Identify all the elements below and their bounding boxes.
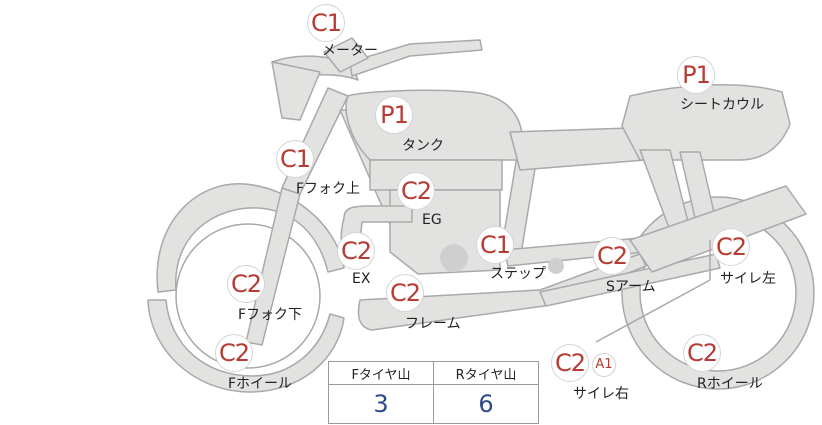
- part-label-meter: メーター: [322, 43, 378, 59]
- part-label-f-fork-lower: Fフォク下: [238, 307, 303, 323]
- part-label-s-arm: Sアーム: [606, 279, 656, 295]
- front-wheel-shape: [147, 183, 345, 393]
- grade-badge-muffler-left: C2: [712, 228, 750, 266]
- rear-tread-value: 6: [433, 384, 539, 424]
- muffler-right-pointer: [595, 279, 711, 343]
- grade-badge-s-arm: C2: [593, 237, 631, 275]
- part-label-seat-cowl: シートカウル: [680, 97, 764, 113]
- part-label-r-wheel: Rホイール: [697, 376, 763, 392]
- rear-tread-header: Rタイヤ山: [433, 361, 539, 385]
- grade-badge-ex: C2: [337, 232, 375, 270]
- engine-shape: [389, 189, 501, 275]
- part-label-tank: タンク: [402, 138, 444, 154]
- grade-badge-tank: P1: [375, 96, 413, 134]
- extra-badge-muffler-right: A1: [592, 353, 616, 377]
- muffler-shape: [629, 185, 807, 273]
- front-tread-value: 3: [328, 384, 434, 424]
- grade-badge-muffler-right: C2: [551, 344, 589, 382]
- grade-badge-seat-cowl: P1: [677, 56, 715, 94]
- part-label-f-fork-upper: Fフォク上: [296, 181, 361, 197]
- grade-badge-r-wheel: C2: [683, 334, 721, 372]
- grade-badge-eg: C2: [397, 172, 435, 210]
- part-label-frame: フレーム: [405, 316, 461, 332]
- grade-badge-step: C1: [476, 226, 514, 264]
- part-label-muffler-right: サイレ右: [573, 386, 629, 402]
- tire-tread-table: Fタイヤ山 Rタイヤ山 3 6: [328, 361, 539, 424]
- part-label-f-wheel: Fホイール: [228, 376, 293, 392]
- grade-badge-frame: C2: [386, 274, 424, 312]
- grade-badge-meter: C1: [307, 4, 345, 42]
- part-label-muffler-left: サイレ左: [720, 271, 776, 287]
- front-tread-header: Fタイヤ山: [328, 361, 434, 385]
- seat-cowl-shape: [621, 84, 791, 161]
- part-label-eg: EG: [422, 212, 442, 228]
- grade-badge-f-wheel: C2: [215, 334, 253, 372]
- grade-badge-f-fork-upper: C1: [276, 140, 314, 178]
- part-label-ex: EX: [352, 271, 371, 287]
- part-label-step: ステップ: [490, 266, 546, 282]
- grade-badge-f-fork-lower: C2: [227, 265, 265, 303]
- engine-top-shape: [369, 159, 503, 191]
